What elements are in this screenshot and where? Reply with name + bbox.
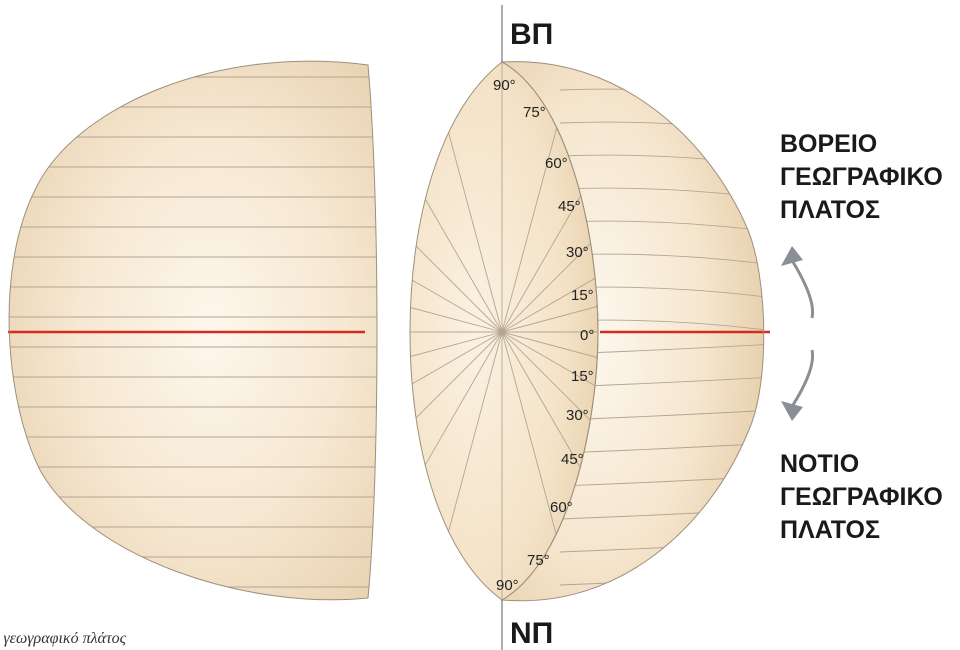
latitude-spoke bbox=[501, 253, 598, 333]
latitude-spoke bbox=[410, 331, 503, 593]
latitude-spoke bbox=[410, 71, 503, 333]
deg-label-n90: 90° bbox=[493, 77, 516, 94]
latitude-spoke bbox=[410, 181, 503, 333]
latitude-spoke bbox=[410, 331, 503, 411]
latitude-spoke bbox=[410, 331, 503, 545]
latitude-spoke bbox=[501, 119, 598, 333]
north-latitude-label: ΒΟΡΕΙΟ ΓΕΩΓΡΑΦΙΚΟ ΠΛΑΤΟΣ bbox=[780, 130, 943, 224]
arrow-up-icon bbox=[781, 246, 803, 266]
latitude-spoke bbox=[501, 331, 598, 411]
deg-label-0: 0° bbox=[580, 327, 594, 344]
deg-label-s45: 45° bbox=[561, 451, 584, 468]
deg-label-s60: 60° bbox=[550, 499, 573, 516]
left-hemisphere-surface bbox=[9, 61, 377, 600]
south-latitude-label: ΝΟΤΙΟ ΓΕΩΓΡΑΦΙΚΟ ΠΛΑΤΟΣ bbox=[780, 450, 943, 544]
deg-label-s75: 75° bbox=[527, 552, 550, 569]
latitude-arrows bbox=[781, 246, 815, 421]
south-label-line-2: ΓΕΩΓΡΑΦΙΚΟ bbox=[780, 483, 943, 511]
figure-caption: Εικ. 8. Το γεωγραφικό πλάτος bbox=[0, 630, 127, 647]
latitude-spoke bbox=[501, 331, 598, 593]
deg-label-s30: 30° bbox=[566, 407, 589, 424]
south-label-line-3: ΠΛΑΤΟΣ bbox=[780, 516, 880, 544]
deg-label-n45: 45° bbox=[558, 198, 581, 215]
north-pole-label: ΒΠ bbox=[510, 18, 553, 51]
latitude-spoke bbox=[501, 331, 598, 483]
latitude-spoke bbox=[410, 253, 503, 333]
left-hemisphere-outline bbox=[8, 60, 378, 601]
left-hemisphere bbox=[8, 60, 378, 601]
north-label-line-2: ΓΕΩΓΡΑΦΙΚΟ bbox=[780, 163, 943, 191]
arrow-down-icon bbox=[781, 401, 803, 421]
south-label-line-1: ΝΟΤΙΟ bbox=[780, 450, 859, 478]
degree-labels: 90° 75° 60° 45° 30° 15° 0° 15° 30° 45° 6… bbox=[493, 77, 594, 594]
deg-label-n75: 75° bbox=[523, 104, 546, 121]
latitude-spoke bbox=[501, 71, 598, 333]
south-arrow-shaft bbox=[791, 349, 815, 406]
north-label-line-1: ΒΟΡΕΙΟ bbox=[780, 130, 877, 158]
deg-label-s15: 15° bbox=[571, 368, 594, 385]
latitude-spokes bbox=[410, 62, 598, 600]
latitude-spoke bbox=[410, 331, 503, 483]
north-label-line-3: ΠΛΑΤΟΣ bbox=[780, 196, 880, 224]
deg-label-n60: 60° bbox=[545, 155, 568, 172]
south-pole-label: ΝΠ bbox=[510, 617, 553, 650]
deg-label-s90: 90° bbox=[496, 577, 519, 594]
latitude-spoke bbox=[501, 331, 598, 545]
deg-label-n30: 30° bbox=[566, 244, 589, 261]
latitude-spoke bbox=[410, 119, 503, 333]
north-arrow-shaft bbox=[791, 261, 815, 319]
deg-label-n15: 15° bbox=[571, 287, 594, 304]
latitude-spoke bbox=[501, 181, 598, 333]
